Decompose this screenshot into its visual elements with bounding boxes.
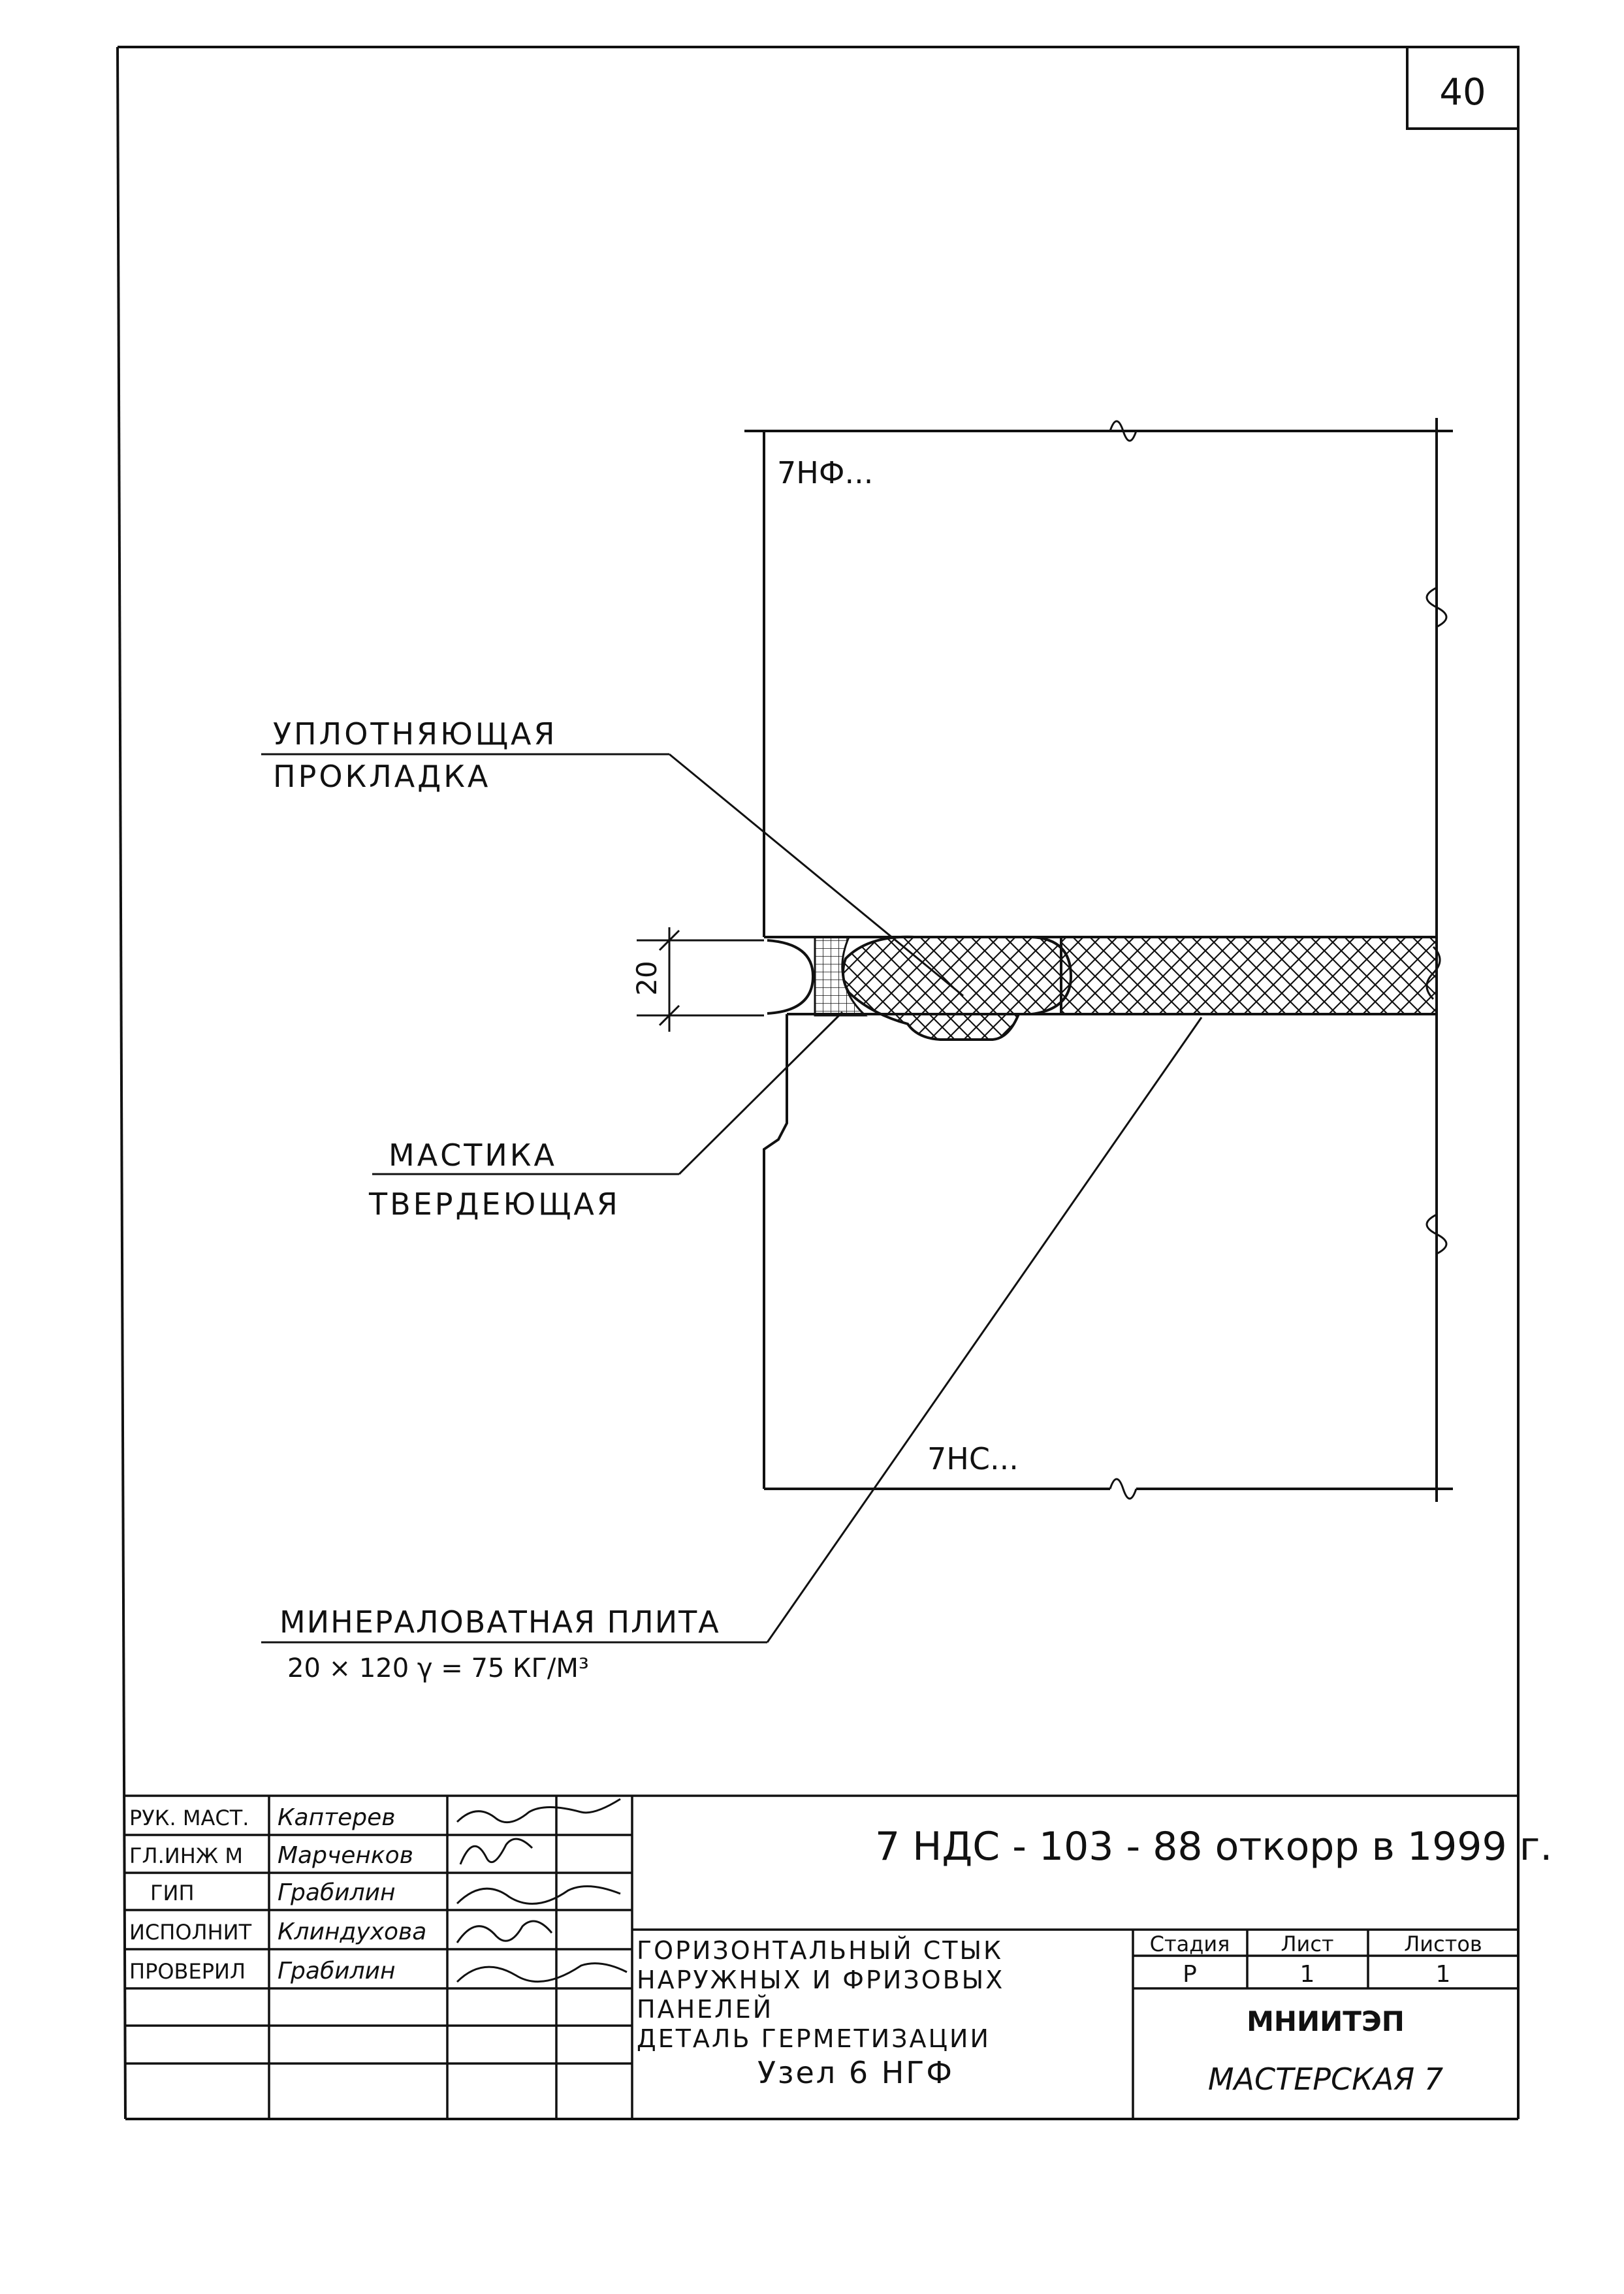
upper-panel bbox=[744, 418, 1453, 940]
leader-lines bbox=[261, 753, 1203, 1644]
signature-scribbles bbox=[456, 1798, 628, 1983]
stage-value: Р bbox=[1183, 1961, 1197, 1988]
sheet-header: Лист bbox=[1281, 1932, 1333, 1956]
lower-panel-label: 7НС... bbox=[927, 1441, 1019, 1476]
name-marchenkov: Марченков bbox=[278, 1842, 413, 1869]
sealing-gasket bbox=[842, 935, 1073, 1041]
joint-drawing: 7НФ... 7НС... 20 bbox=[261, 418, 1453, 1683]
name-grabilin-gip: Грабилин bbox=[278, 1879, 396, 1906]
role-proveril: ПРОВЕРИЛ bbox=[129, 1959, 246, 1984]
upper-panel-label: 7НФ... bbox=[777, 455, 873, 490]
mineral-wool-slab bbox=[1060, 936, 1438, 1015]
gasket-label-line1: УПЛОТНЯЮЩАЯ bbox=[273, 716, 557, 752]
role-gip: ГИП bbox=[150, 1881, 195, 1905]
mineral-label-line2: 20 × 120 γ = 75 КГ/М³ bbox=[287, 1653, 589, 1683]
sheet-number: 40 bbox=[1439, 71, 1486, 114]
sheet-frame bbox=[116, 46, 1520, 2120]
title-line-1: ГОРИЗОНТАЛЬНЫЙ СТЫК bbox=[637, 1936, 1003, 1965]
stage-header: Стадия bbox=[1150, 1932, 1230, 1956]
name-kapterev: Каптерев bbox=[278, 1804, 396, 1831]
name-klindukhova: Клиндухова bbox=[278, 1919, 426, 1945]
mineral-label-line1: МИНЕРАЛОВАТНАЯ ПЛИТА bbox=[279, 1604, 720, 1640]
gasket-label-line2: ПРОКЛАДКА bbox=[273, 759, 490, 794]
mastic-label-line2: ТВЕРДЕЮЩАЯ bbox=[368, 1187, 620, 1222]
dimension-20-label: 20 bbox=[631, 961, 663, 995]
role-ispolnit: ИСПОЛНИТ bbox=[129, 1920, 252, 1945]
role-ruk-mast: РУК. МАСТ. bbox=[129, 1806, 249, 1830]
title-line-2: НАРУЖНЫХ И ФРИЗОВЫХ bbox=[637, 1966, 1004, 1994]
sheet-value: 1 bbox=[1300, 1961, 1315, 1988]
organization: МНИИТЭП bbox=[1247, 2005, 1405, 2037]
mastic-label-line1: МАСТИКА bbox=[389, 1138, 557, 1173]
role-gl-inzh: ГЛ.ИНЖ М bbox=[129, 1843, 243, 1868]
joint-layer bbox=[767, 935, 1441, 1041]
hardening-mastic bbox=[814, 936, 868, 1017]
sheets-header: Листов bbox=[1404, 1932, 1482, 1956]
document-code: 7 НДС - 103 - 88 откорр в 1999 г. bbox=[875, 1824, 1552, 1870]
title-block: РУК. МАСТ. Каптерев ГЛ.ИНЖ М Марченков Г… bbox=[125, 1794, 1552, 2119]
title-line-5: Узел 6 НГФ bbox=[757, 2055, 954, 2090]
sheets-value: 1 bbox=[1436, 1961, 1451, 1988]
lower-panel bbox=[763, 1013, 1453, 1502]
joint-cavity bbox=[767, 939, 815, 1015]
title-line-3: ПАНЕЛЕЙ bbox=[637, 1995, 773, 2024]
sheet-number-box: 40 bbox=[1406, 46, 1520, 130]
title-line-4: ДЕТАЛЬ ГЕРМЕТИЗАЦИИ bbox=[637, 2024, 991, 2053]
name-grabilin-check: Грабилин bbox=[278, 1958, 396, 1984]
workshop: МАСТЕРСКАЯ 7 bbox=[1208, 2062, 1443, 2097]
dimension-20 bbox=[637, 927, 764, 1032]
